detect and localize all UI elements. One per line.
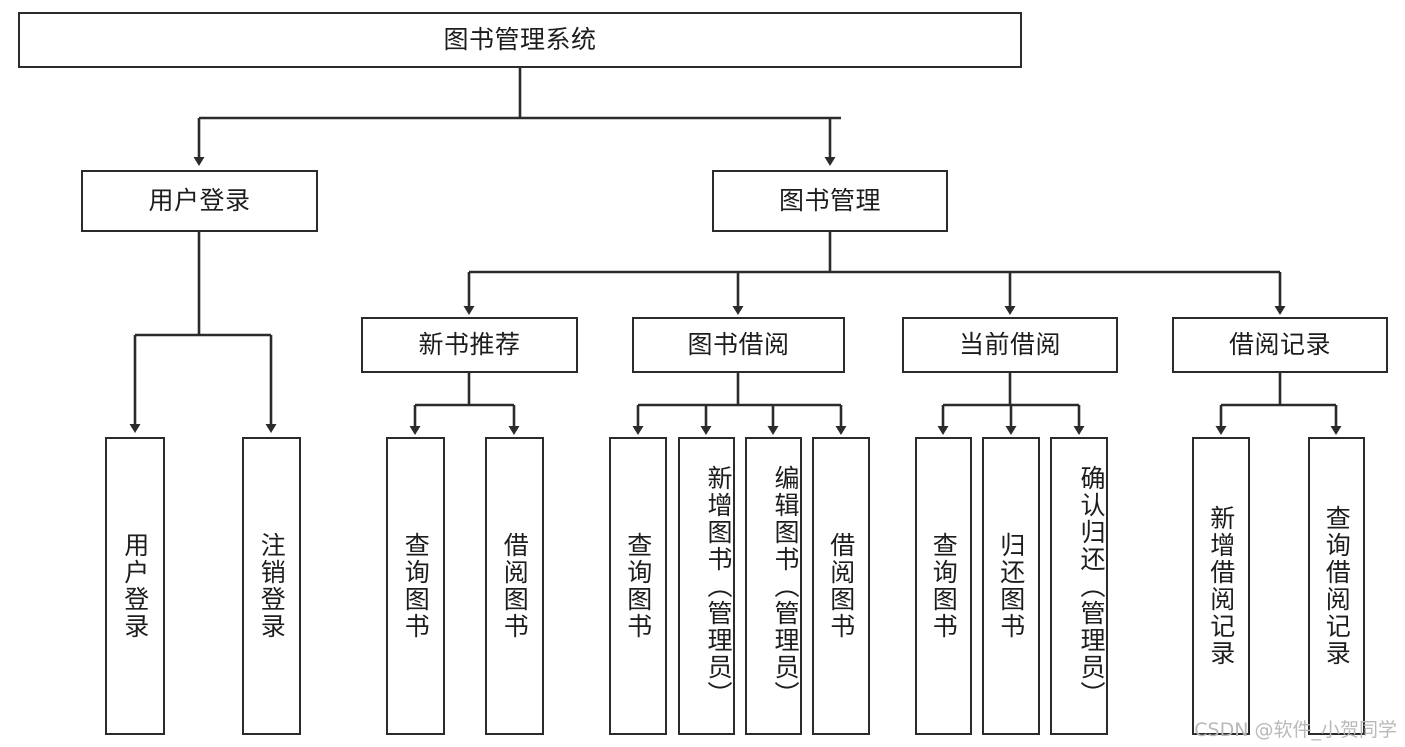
node-new-book-recommend[interactable]: 新书推荐 [361,317,578,373]
csdn-watermark: CSDN @软件_小贺同学 [1194,719,1397,741]
node-label: 用户登录 [120,532,150,640]
leaf-query-borrow-record[interactable]: 查询借阅记录 [1308,437,1365,735]
leaf-return-book[interactable]: 归还图书 [982,437,1040,735]
leaf-query-book-current[interactable]: 查询图书 [915,437,972,735]
node-book-management[interactable]: 图书管理 [712,170,948,232]
node-label: 用户登录 [148,186,251,216]
node-label: 图书管理系统 [443,25,597,55]
node-label: 新增借阅记录 [1206,505,1236,667]
node-label: 新增图书（管理员） [704,464,733,708]
node-label: 借阅记录 [1228,330,1331,360]
node-label: 查询借阅记录 [1322,505,1352,667]
leaf-user-login[interactable]: 用户登录 [105,437,165,735]
node-label: 当前借阅 [958,330,1061,360]
leaf-confirm-return-admin[interactable]: 确认归还（管理员） [1050,437,1108,735]
node-label: 借阅图书 [826,532,856,640]
node-label: 归还图书 [996,532,1026,640]
node-label: 查询图书 [623,532,653,640]
node-book-borrow[interactable]: 图书借阅 [632,317,845,373]
node-label: 确认归还（管理员） [1077,464,1106,708]
leaf-query-book-borrow[interactable]: 查询图书 [609,437,667,735]
node-label: 查询图书 [401,532,431,640]
node-root[interactable]: 图书管理系统 [18,12,1022,68]
leaf-logout[interactable]: 注销登录 [242,437,301,735]
node-label: 借阅图书 [500,532,530,640]
node-label: 图书借阅 [687,330,790,360]
node-label: 注销登录 [257,532,287,640]
node-label: 图书管理 [778,186,881,216]
node-user-login[interactable]: 用户登录 [81,170,318,232]
leaf-borrow-book-recommend[interactable]: 借阅图书 [485,437,544,735]
node-current-borrow[interactable]: 当前借阅 [902,317,1118,373]
leaf-borrow-book[interactable]: 借阅图书 [812,437,870,735]
leaf-query-book-recommend[interactable]: 查询图书 [386,437,445,735]
leaf-edit-book-admin[interactable]: 编辑图书（管理员） [745,437,802,735]
node-label: 查询图书 [929,532,959,640]
node-borrow-record[interactable]: 借阅记录 [1172,317,1388,373]
node-label: 新书推荐 [418,330,521,360]
node-label: 编辑图书（管理员） [771,464,800,708]
leaf-add-book-admin[interactable]: 新增图书（管理员） [678,437,735,735]
leaf-add-borrow-record[interactable]: 新增借阅记录 [1192,437,1250,735]
